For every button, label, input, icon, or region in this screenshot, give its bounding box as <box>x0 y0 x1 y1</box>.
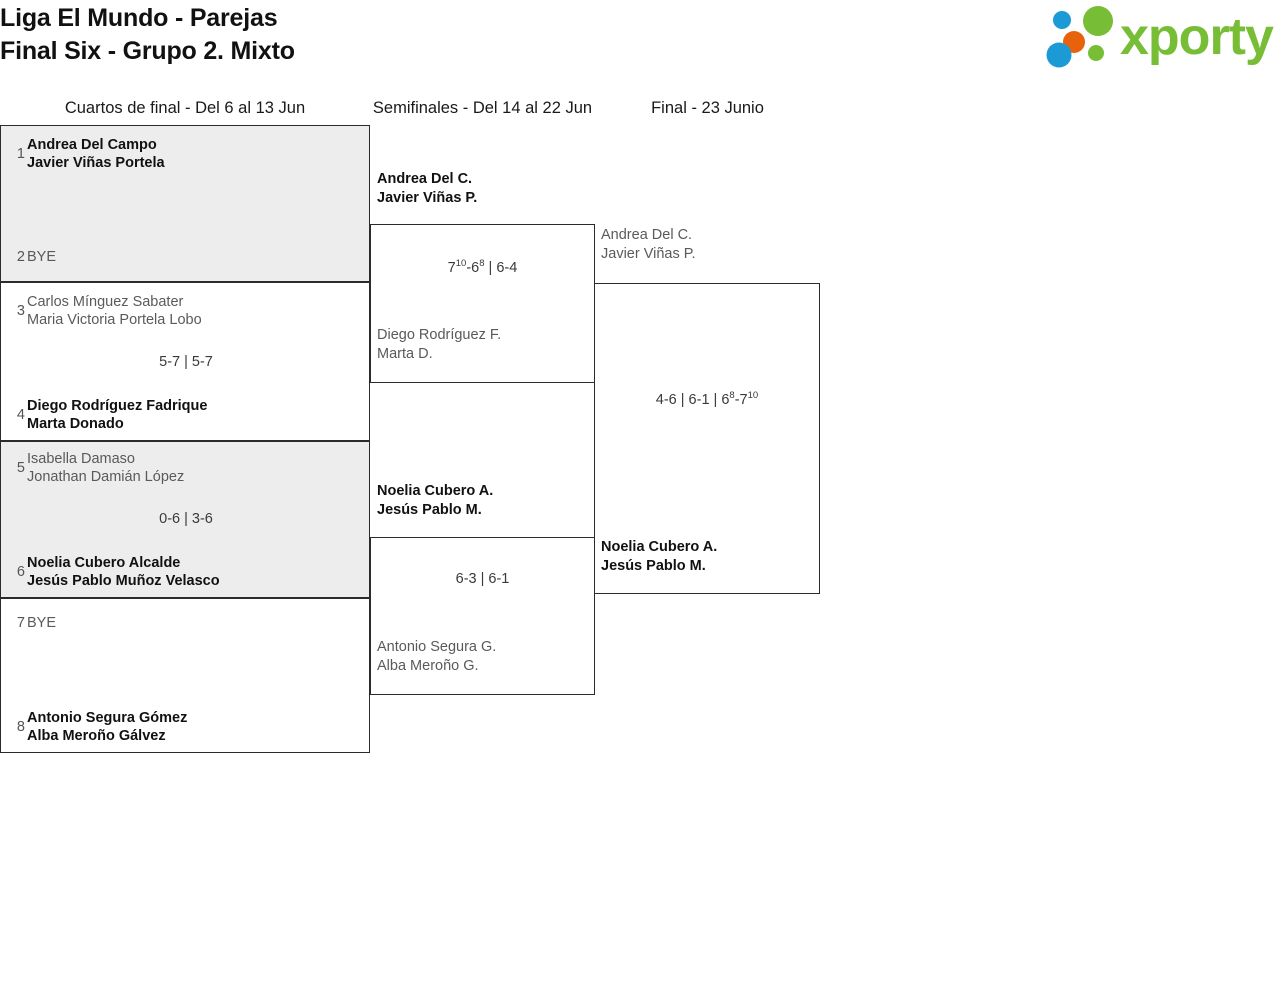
round-header-quarterfinals: Cuartos de final - Del 6 al 13 Jun <box>64 99 306 117</box>
match-score-sf-2: 6-3 | 6-1 <box>455 571 510 587</box>
player-line-1: Isabella Damaso <box>27 450 135 467</box>
player-line-1: BYE <box>27 614 57 631</box>
player-line-2: Alba Meroño Gálvez <box>27 728 166 744</box>
player-line-2: Jesús Pablo M. <box>377 501 482 518</box>
match-entry-seed-6[interactable]: 6 Noelia Cubero Alcalde Jesús Pablo Muño… <box>1 552 371 592</box>
round-header-semifinals: Semifinales - Del 14 al 22 Jun <box>372 99 593 117</box>
player-line-1: Antonio Segura G. <box>377 639 497 655</box>
player-line-1: BYE <box>27 248 57 265</box>
match-entry-seed-3[interactable]: 3 Carlos Mínguez Sabater Maria Victoria … <box>1 291 371 331</box>
seed-number: 8 <box>16 719 25 735</box>
seed-number: 6 <box>16 564 25 580</box>
match-entry-seed-1[interactable]: 1 Andrea Del Campo Javier Viñas Portela <box>1 134 371 174</box>
xporty-logo[interactable]: xporty <box>1042 4 1274 70</box>
seed-number: 1 <box>16 146 25 162</box>
match-box-qf-4[interactable]: 7 BYE 8 Antonio Segura Gómez Alba Meroño… <box>0 598 370 753</box>
match-score: 5-7 | 5-7 <box>159 354 213 370</box>
player-line-1: Noelia Cubero Alcalde <box>27 554 181 571</box>
match-box-sf-2[interactable] <box>370 537 595 695</box>
match-box-qf-2[interactable]: 3 Carlos Mínguez Sabater Maria Victoria … <box>0 282 370 441</box>
team-names: Isabella Damaso Jonathan Damián López <box>27 448 365 488</box>
match-box-final[interactable] <box>594 283 820 594</box>
player-line-1: Andrea Del C. <box>377 171 473 187</box>
team-names: Noelia Cubero Alcalde Jesús Pablo Muñoz … <box>27 552 365 592</box>
seed-number: 7 <box>16 615 25 631</box>
team-names: BYE <box>27 603 365 643</box>
match-score-sf-1: 710-68 | 6-4 <box>447 258 518 276</box>
player-line-1: Noelia Cubero A. <box>601 539 718 555</box>
match-entry-seed-7[interactable]: 7 BYE <box>1 603 371 643</box>
match-entry-seed-5[interactable]: 5 Isabella Damaso Jonathan Damián López <box>1 448 371 488</box>
final-champion[interactable]: Noelia Cubero A. Jesús Pablo M. <box>601 538 816 575</box>
semifinal-1-loser[interactable]: Diego Rodríguez F. Marta D. <box>377 326 592 363</box>
team-names: BYE <box>27 237 365 277</box>
player-line-1: Diego Rodríguez F. <box>377 327 502 343</box>
player-line-2: Javier Viñas Portela <box>27 155 165 171</box>
player-line-2: Maria Victoria Portela Lobo <box>27 312 202 328</box>
player-line-2: Jesús Pablo Muñoz Velasco <box>27 573 220 589</box>
page-title-line-1: Liga El Mundo - Parejas <box>0 4 278 32</box>
match-entry-seed-4[interactable]: 4 Diego Rodríguez Fadrique Marta Donado <box>1 395 371 435</box>
match-score: 0-6 | 3-6 <box>159 511 213 527</box>
player-line-2: Marta D. <box>377 345 433 362</box>
player-line-1: Antonio Segura Gómez <box>27 709 188 726</box>
seed-number: 2 <box>16 249 25 265</box>
player-line-2: Javier Viñas P. <box>377 189 478 206</box>
logo-dots-icon <box>1046 6 1113 68</box>
player-line-2: Jesús Pablo M. <box>601 557 706 574</box>
page-title-line-2: Final Six - Grupo 2. Mixto <box>0 37 295 65</box>
round-header-final: Final - 23 Junio <box>651 99 764 117</box>
match-entry-seed-8[interactable]: 8 Antonio Segura Gómez Alba Meroño Gálve… <box>1 707 371 747</box>
match-box-qf-3[interactable]: 5 Isabella Damaso Jonathan Damián López … <box>0 441 370 598</box>
team-names: Carlos Mínguez Sabater Maria Victoria Po… <box>27 291 365 331</box>
team-names: Antonio Segura Gómez Alba Meroño Gálvez <box>27 707 365 747</box>
final-runner-up[interactable]: Andrea Del C. Javier Viñas P. <box>601 226 816 263</box>
seed-number: 5 <box>16 460 25 476</box>
seed-number: 3 <box>16 303 25 319</box>
team-names: Diego Rodríguez Fadrique Marta Donado <box>27 395 365 435</box>
semifinal-2-winner[interactable]: Noelia Cubero A. Jesús Pablo M. <box>377 482 592 519</box>
player-line-1: Diego Rodríguez Fadrique <box>27 397 208 414</box>
team-names: Andrea Del Campo Javier Viñas Portela <box>27 134 365 174</box>
player-line-1: Andrea Del Campo <box>27 136 157 153</box>
player-line-1: Andrea Del C. <box>601 227 693 243</box>
player-line-2: Jonathan Damián López <box>27 469 185 485</box>
seed-number: 4 <box>16 407 25 423</box>
match-box-qf-1[interactable]: 1 Andrea Del Campo Javier Viñas Portela … <box>0 125 370 282</box>
player-line-2: Alba Meroño G. <box>377 657 479 674</box>
match-score-final: 4-6 | 6-1 | 68-710 <box>655 390 759 408</box>
player-line-2: Marta Donado <box>27 416 124 432</box>
logo-wordmark: xporty <box>1120 8 1274 66</box>
player-line-1: Noelia Cubero A. <box>377 483 494 499</box>
semifinal-1-winner[interactable]: Andrea Del C. Javier Viñas P. <box>377 170 592 207</box>
player-line-1: Carlos Mínguez Sabater <box>27 293 184 310</box>
player-line-2: Javier Viñas P. <box>601 245 696 262</box>
match-entry-seed-2[interactable]: 2 BYE <box>1 237 371 277</box>
semifinal-2-loser[interactable]: Antonio Segura G. Alba Meroño G. <box>377 638 592 675</box>
